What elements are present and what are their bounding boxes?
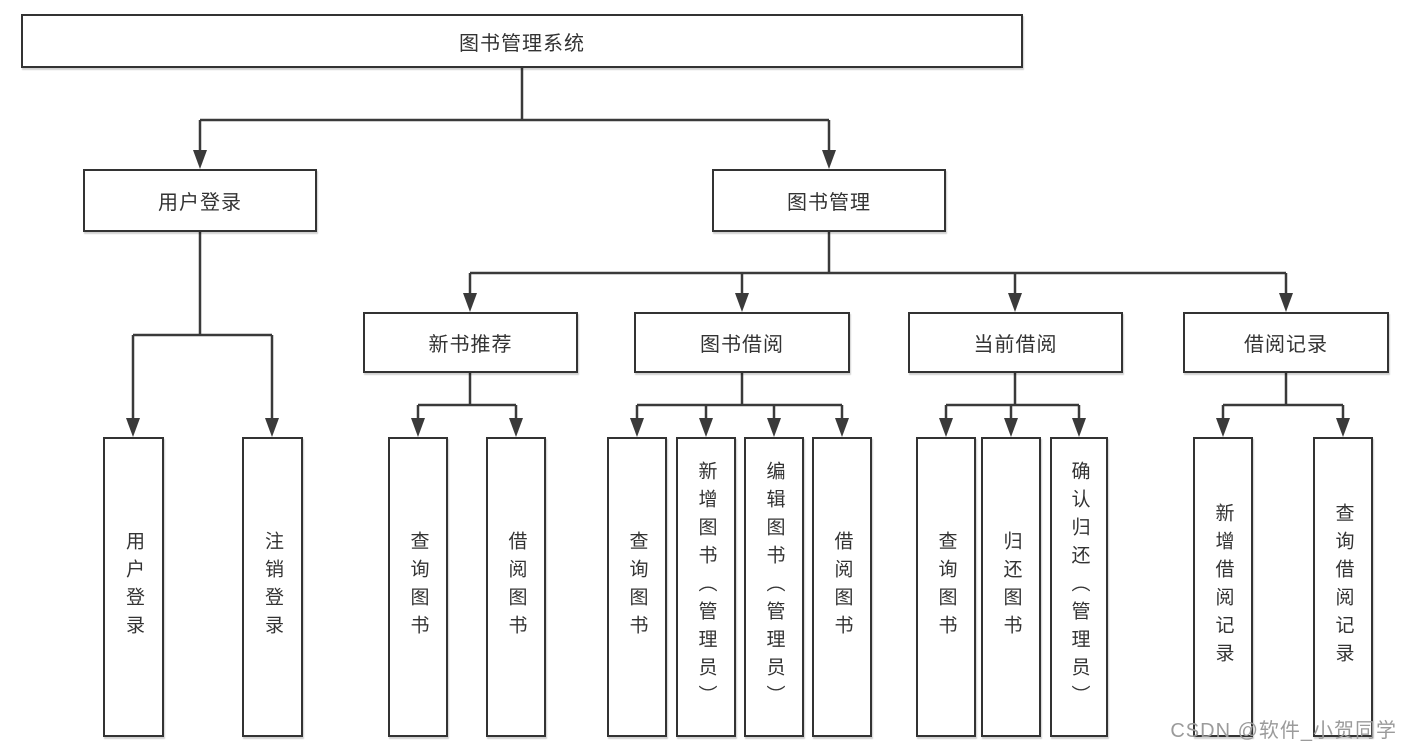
leaf-label: 查询图书 bbox=[626, 531, 648, 643]
leaf-borrow-books-1: 借阅图书 bbox=[486, 437, 546, 737]
node-user-login: 用户登录 bbox=[83, 169, 317, 232]
node-label: 当前借阅 bbox=[973, 334, 1058, 356]
leaf-label: 借阅图书 bbox=[831, 531, 853, 643]
leaf-return-books: 归还图书 bbox=[981, 437, 1041, 737]
leaf-edit-books-admin: 编辑图书（管理员） bbox=[744, 437, 804, 737]
leaf-label: 查询借阅记录 bbox=[1332, 503, 1354, 671]
leaf-label: 确认归还（管理员） bbox=[1068, 461, 1090, 713]
leaf-label: 新增借阅记录 bbox=[1212, 503, 1234, 671]
node-current-borrowing: 当前借阅 bbox=[908, 312, 1123, 373]
node-book-management: 图书管理 bbox=[712, 169, 946, 232]
leaf-confirm-return-admin: 确认归还（管理员） bbox=[1050, 437, 1108, 737]
leaf-label: 编辑图书（管理员） bbox=[763, 461, 785, 713]
leaf-label: 查询图书 bbox=[407, 531, 429, 643]
leaf-label: 归还图书 bbox=[1000, 531, 1022, 643]
node-library-system: 图书管理系统 bbox=[21, 14, 1023, 68]
leaf-borrow-books-2: 借阅图书 bbox=[812, 437, 872, 737]
node-label: 新书推荐 bbox=[428, 334, 513, 356]
leaf-label: 用户登录 bbox=[123, 531, 144, 643]
leaf-label: 注销登录 bbox=[262, 531, 283, 643]
leaf-query-books-1: 查询图书 bbox=[388, 437, 448, 737]
csdn-watermark: CSDN @软件_小贺同学 bbox=[1170, 720, 1397, 742]
leaf-add-borrow-record: 新增借阅记录 bbox=[1193, 437, 1253, 737]
node-label: 用户登录 bbox=[158, 192, 242, 214]
node-book-borrowing: 图书借阅 bbox=[634, 312, 850, 373]
leaf-query-borrow-record: 查询借阅记录 bbox=[1313, 437, 1373, 737]
node-label: 图书借阅 bbox=[700, 334, 784, 356]
node-borrowing-records: 借阅记录 bbox=[1183, 312, 1389, 373]
leaf-label: 借阅图书 bbox=[505, 531, 527, 643]
node-label: 图书管理 bbox=[787, 192, 871, 214]
leaf-label: 查询图书 bbox=[935, 531, 957, 643]
node-label: 借阅记录 bbox=[1244, 334, 1328, 356]
node-new-book-recommend: 新书推荐 bbox=[363, 312, 578, 373]
leaf-query-books-2: 查询图书 bbox=[607, 437, 667, 737]
leaf-logout: 注销登录 bbox=[242, 437, 303, 737]
leaf-query-books-3: 查询图书 bbox=[916, 437, 976, 737]
leaf-add-books-admin: 新增图书（管理员） bbox=[676, 437, 736, 737]
leaf-user-login: 用户登录 bbox=[103, 437, 164, 737]
node-label: 图书管理系统 bbox=[459, 32, 585, 55]
leaf-label: 新增图书（管理员） bbox=[695, 461, 717, 713]
